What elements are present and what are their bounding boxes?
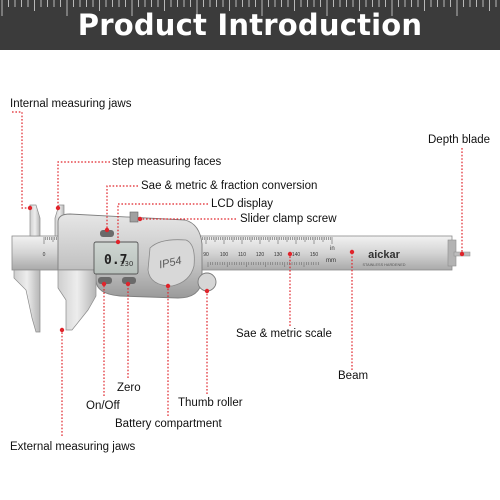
brand-subtitle: STAINLESS HARDENED — [363, 263, 406, 267]
page-title: Product Introduction — [77, 8, 423, 42]
label-battery: Battery compartment — [115, 418, 222, 430]
brand-name: aickar — [368, 249, 401, 261]
leader-conversion — [106, 185, 138, 230]
leader-dots — [27, 205, 465, 333]
lcd-sub-value: 230 — [120, 260, 133, 268]
label-zero: Zero — [117, 382, 141, 394]
scale-number: 90 — [203, 252, 209, 258]
on-off-button[interactable] — [98, 277, 112, 284]
fixed-jaw-external — [13, 269, 41, 333]
ruler-ticks — [1, 0, 497, 16]
scale-number: 120 — [256, 252, 265, 258]
label-internal-jaws: Internal measuring jaws — [10, 98, 132, 110]
label-sae-scale: Sae & metric scale — [236, 328, 332, 340]
scale-number: 0 — [43, 252, 46, 258]
zero-button[interactable] — [122, 277, 136, 284]
scale-number: 150 — [310, 252, 319, 258]
label-on-off: On/Off — [86, 400, 120, 412]
scale-number: 140 — [292, 252, 301, 258]
label-step-faces: step measuring faces — [112, 156, 222, 168]
scale-number: 100 — [220, 252, 229, 258]
conversion-button[interactable] — [100, 230, 114, 237]
unit-mm: mm — [326, 258, 336, 264]
slider-jaw-external — [57, 269, 97, 331]
fixed-jaw-internal — [29, 204, 41, 237]
lcd-main-value: 0.7 — [104, 253, 127, 268]
leader-internal-jaws — [12, 111, 30, 209]
label-thumb-roller: Thumb roller — [178, 397, 243, 409]
scale-number: 130 — [274, 252, 283, 258]
label-external-jaws: External measuring jaws — [10, 441, 136, 453]
slider-clamp-screw[interactable] — [129, 211, 139, 223]
label-depth-blade: Depth blade — [428, 134, 491, 146]
label-lcd-display: LCD display — [211, 198, 273, 210]
leader-step-faces — [57, 161, 110, 208]
header-banner: Product Introduction — [0, 0, 500, 50]
label-sae-conversion: Sae & metric & fraction conversion — [141, 180, 318, 192]
leader-lcd — [117, 203, 208, 242]
battery-compartment — [147, 239, 195, 287]
thumb-roller[interactable] — [197, 272, 217, 292]
scale-number: 110 — [238, 252, 246, 258]
ip54-badge: IP54 — [158, 255, 183, 271]
leader-lines — [12, 111, 463, 436]
label-slider-clamp: Slider clamp screw — [240, 213, 337, 225]
unit-in: in — [330, 246, 335, 252]
label-beam: Beam — [338, 370, 369, 382]
